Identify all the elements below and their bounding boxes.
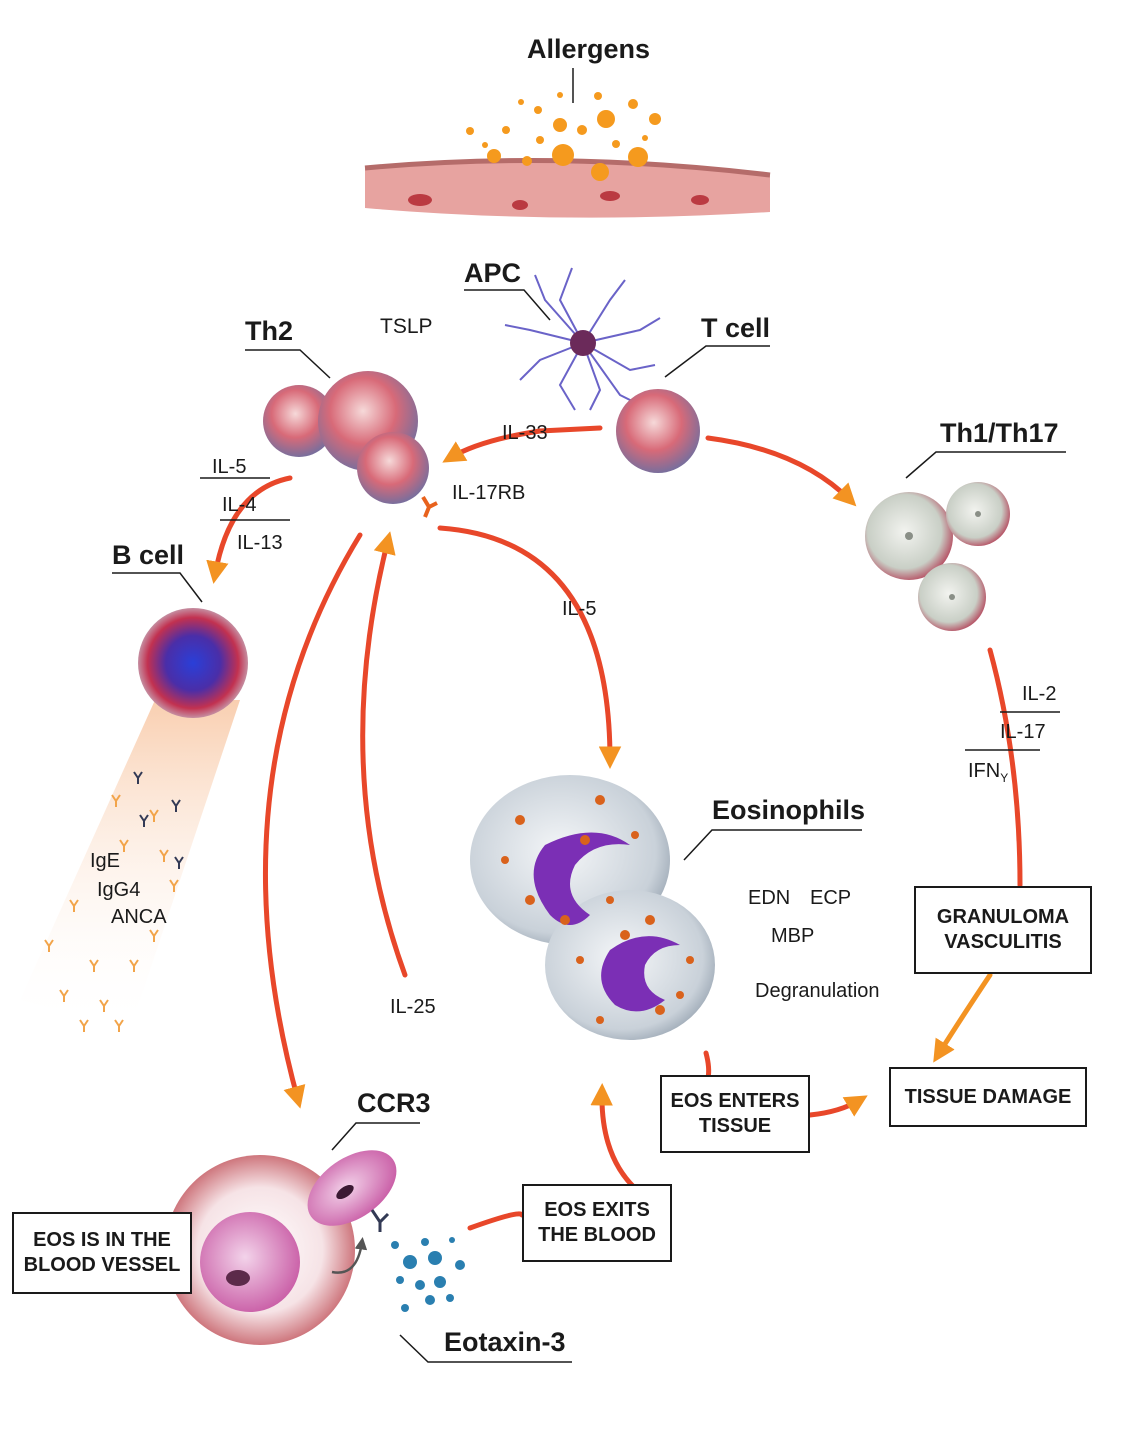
il5-mid-label: IL-5 (562, 598, 597, 620)
igg4-label: IgG4 (97, 879, 141, 901)
arrow-th2-to-ccr3 (262, 532, 363, 1109)
mbp-label: MBP (771, 925, 815, 947)
anca-label: ANCA (111, 906, 167, 928)
il2-label: IL-2 (1022, 683, 1057, 705)
arrows (206, 425, 1023, 1231)
arrow-enters-to-tissue (807, 1095, 868, 1118)
eotaxin3-label: Eotaxin-3 (444, 1327, 566, 1357)
degranulation-label: Degranulation (755, 980, 880, 1002)
apc-dendritic-cell (504, 267, 661, 411)
th1-th17-label: Th1/Th17 (940, 418, 1059, 448)
arrow-th2-to-eosinophils (437, 525, 622, 769)
arrow-th2-to-bcell (206, 475, 293, 584)
eosinophil-cells (470, 775, 715, 1040)
tissue-damage-box: TISSUE DAMAGE (889, 1067, 1087, 1127)
arrow-th1-to-granuloma (987, 647, 1023, 888)
il4-label: IL-4 (222, 494, 257, 516)
arrow-tcell-to-th2 (442, 425, 603, 463)
il33-label: IL-33 (502, 422, 548, 444)
ifn-gamma-label: IFNY (968, 760, 1009, 785)
apc-label: APC (464, 258, 522, 288)
b-cell (20, 608, 248, 1030)
ige-label: IgE (90, 850, 121, 872)
blood-vessel (165, 1150, 397, 1345)
il5-left-label: IL-5 (212, 456, 247, 478)
il13-label: IL-13 (237, 532, 283, 554)
th2-cells (263, 371, 438, 518)
il17-label: IL-17 (1000, 721, 1046, 743)
eotaxin-particles (391, 1237, 465, 1312)
t-cell-label: T cell (701, 313, 771, 343)
granuloma-vasculitis-box: GRANULOMA VASCULITIS (914, 886, 1092, 974)
allergen-particles (466, 92, 661, 181)
tslp-label: TSLP (380, 315, 433, 338)
allergens-label: Allergens (527, 34, 651, 64)
t-cell (616, 389, 700, 473)
eosinophils-label: Eosinophils (712, 795, 866, 825)
il17rb-label: IL-17RB (452, 482, 526, 504)
eos-in-blood-vessel-box: EOS IS IN THE BLOOD VESSEL (12, 1212, 192, 1294)
th2-label: Th2 (245, 316, 294, 346)
ecp-label: ECP (810, 887, 852, 909)
il25-label: IL-25 (390, 996, 436, 1018)
th1-th17-cells (865, 482, 1010, 631)
eos-enters-tissue-box: EOS ENTERS TISSUE (660, 1075, 810, 1153)
arrow-tcell-to-th1 (705, 435, 857, 507)
epithelium-layer (364, 157, 771, 218)
arrow-granuloma-to-tissue (933, 972, 993, 1063)
b-cell-label: B cell (112, 540, 185, 570)
edn-label: EDN (748, 887, 791, 909)
antibody-particles (44, 771, 184, 1032)
ccr3-label: CCR3 (357, 1088, 431, 1118)
arrow-il25-to-th2 (360, 531, 408, 978)
leader-lines (112, 68, 1066, 1363)
eos-exits-blood-box: EOS EXITS THE BLOOD (522, 1184, 672, 1262)
